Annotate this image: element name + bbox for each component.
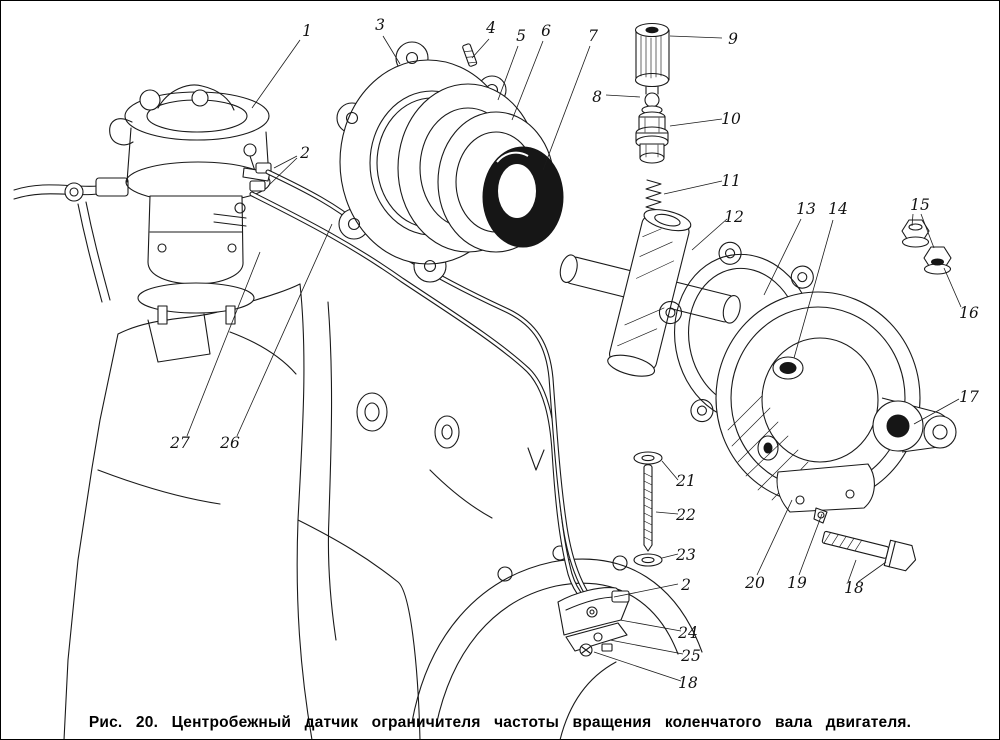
callout-8: 8 [592,88,602,106]
callout-20: 20 [744,574,765,592]
callout-11: 11 [721,172,741,190]
callout-24: 24 [677,624,698,642]
callout-25: 25 [680,647,701,665]
callout-22: 22 [675,506,696,524]
bolt [821,530,917,572]
callout-6: 6 [541,22,551,40]
filter [634,22,670,115]
callout-1: 1 [302,22,312,40]
callout-17: 17 [959,388,979,406]
callout-15: 15 [910,196,930,214]
callout-16: 16 [959,304,979,322]
stud-screw [462,43,478,67]
callout-27: 27 [169,434,190,452]
t-fitting [559,209,741,377]
seal-rings [397,83,564,253]
screw-stack [633,451,663,567]
callout-4: 4 [485,19,496,37]
bracket-assembly [557,587,630,657]
callout-18-bolt: 18 [844,579,864,597]
callout-7: 7 [588,27,598,45]
callout-5: 5 [516,27,526,45]
callout-10: 10 [721,110,741,128]
callout-19: 19 [787,574,807,592]
carburetor [13,84,272,325]
callout-2-carburetor: 2 [299,144,310,162]
sensor-housing [715,291,957,524]
callout-14: 14 [828,200,848,218]
callout-26: 26 [219,434,240,452]
leader-lines [186,35,962,682]
callout-13: 13 [796,200,816,218]
callout-21: 21 [675,472,696,490]
callout-labels: 1 3 4 5 6 7 9 8 10 11 12 13 14 15 16 2 1… [169,16,979,692]
callout-12: 12 [724,208,744,226]
callout-3: 3 [375,16,385,34]
callout-18-bracket: 18 [678,674,698,692]
callout-23: 23 [675,546,696,564]
callout-9: 9 [728,30,738,48]
callout-2-bracket: 2 [680,576,691,594]
figure-caption: Рис. 20. Центробежный датчик ограничител… [88,714,912,731]
valve-parts [635,111,669,164]
engine-block [63,283,703,740]
